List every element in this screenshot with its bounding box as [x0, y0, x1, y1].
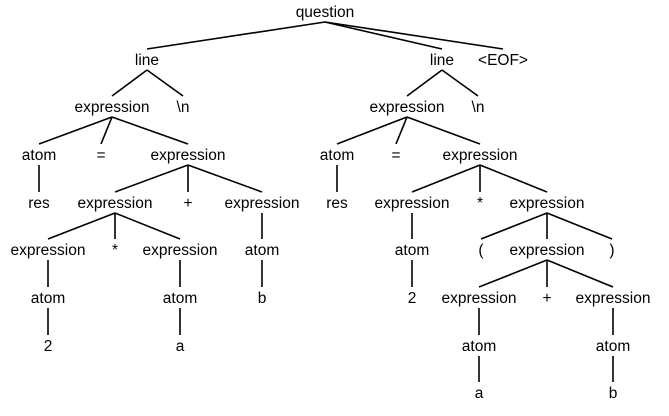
tree-edge	[114, 212, 181, 240]
tree-edge	[47, 212, 116, 240]
tree-node-a: a	[475, 385, 484, 402]
tree-node-times: *	[112, 242, 118, 259]
tree-node-expression: expression	[510, 195, 585, 212]
tree-node-line: line	[430, 52, 454, 69]
tree-edge	[38, 116, 113, 145]
tree-node-plus: +	[183, 195, 192, 212]
tree-edge	[187, 164, 263, 193]
tree-node-expression: expression	[510, 242, 585, 259]
tree-node-equals: =	[391, 147, 400, 164]
tree-node-atom: atom	[395, 242, 429, 259]
tree-node-res: res	[326, 195, 348, 212]
tree-edge	[406, 116, 481, 145]
tree-node-atom: atom	[245, 242, 279, 259]
tree-edge	[441, 69, 479, 97]
tree-edge	[100, 116, 113, 145]
tree-node-rparen: )	[609, 242, 614, 259]
tree-edge	[324, 21, 504, 50]
tree-node-eof: <EOF>	[478, 52, 528, 69]
tree-node-expression: expression	[375, 195, 450, 212]
tree-node-newline: \n	[472, 99, 485, 116]
tree-nodes: question line expression atom res = expression…	[11, 4, 651, 402]
tree-edge	[146, 69, 184, 97]
tree-node-expression: expression	[370, 99, 445, 116]
tree-edge	[395, 116, 408, 145]
tree-node-atom: atom	[163, 290, 197, 307]
tree-node-expression: expression	[442, 290, 517, 307]
tree-edges	[38, 21, 614, 382]
tree-edge	[406, 69, 443, 97]
tree-edge	[480, 212, 548, 240]
tree-node-atom: atom	[320, 147, 354, 164]
tree-node-expression: expression	[75, 99, 150, 116]
tree-edge	[111, 69, 148, 97]
tree-node-b: b	[609, 385, 618, 402]
tree-node-lparen: (	[478, 242, 484, 259]
tree-node-res: res	[28, 195, 50, 212]
tree-node-question: question	[296, 4, 355, 21]
tree-edge	[546, 212, 613, 240]
tree-node-atom: atom	[596, 338, 630, 355]
tree-node-equals: =	[96, 147, 105, 164]
tree-node-expression: expression	[143, 242, 218, 259]
tree-node-expression: expression	[225, 195, 300, 212]
tree-node-2: 2	[44, 338, 53, 355]
tree-node-expression: expression	[443, 147, 518, 164]
tree-edge	[111, 116, 189, 145]
tree-node-expression: expression	[11, 242, 86, 259]
tree-edge	[546, 259, 614, 288]
tree-edge	[146, 21, 326, 50]
tree-edge	[324, 21, 443, 50]
tree-node-atom: atom	[462, 338, 496, 355]
tree-edge	[411, 164, 481, 193]
tree-node-atom: atom	[22, 147, 56, 164]
tree-node-b: b	[258, 290, 267, 307]
tree-node-newline: \n	[177, 99, 190, 116]
tree-node-atom: atom	[31, 290, 65, 307]
tree-edge	[114, 164, 189, 193]
tree-node-plus: +	[542, 290, 551, 307]
tree-node-line: line	[135, 52, 159, 69]
tree-node-expression: expression	[576, 290, 651, 307]
tree-node-a: a	[176, 338, 185, 355]
tree-node-2: 2	[408, 290, 417, 307]
tree-edge	[478, 259, 548, 288]
tree-edge	[479, 164, 548, 193]
tree-node-times: *	[477, 195, 483, 212]
tree-node-expression: expression	[151, 147, 226, 164]
tree-node-expression: expression	[78, 195, 153, 212]
tree-edge	[336, 116, 408, 145]
